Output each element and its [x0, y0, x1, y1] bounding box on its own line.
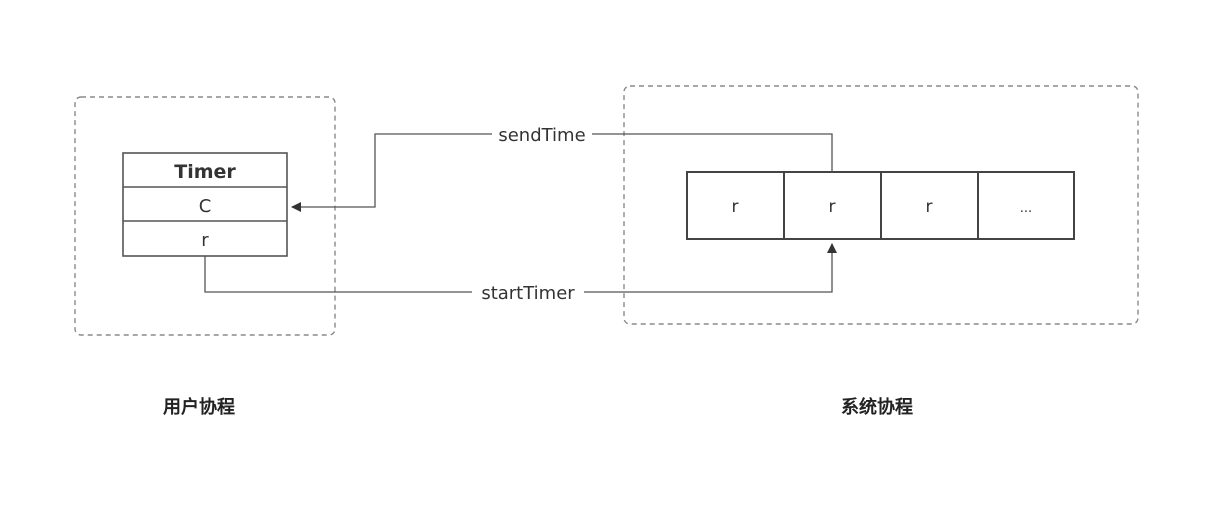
send-time-label: sendTime — [498, 125, 585, 146]
system-slot-2: r — [829, 197, 836, 217]
system-coroutine-boundary — [623, 85, 1139, 325]
timer-title: Timer — [174, 161, 236, 183]
system-slot-row: r r r ... — [686, 171, 1075, 240]
start-timer-label: startTimer — [481, 283, 575, 304]
user-coroutine-boundary — [74, 96, 336, 336]
system-slot-3: r — [926, 197, 933, 217]
timer-field-c: C — [199, 196, 212, 217]
timer-class-box: Timer C r — [122, 152, 288, 257]
system-slot-4: ... — [1020, 201, 1032, 216]
user-coroutine-caption: 用户协程 — [163, 397, 235, 418]
send-time-arrow — [291, 133, 833, 212]
system-coroutine-caption: 系统协程 — [841, 397, 913, 418]
timer-field-r: r — [201, 230, 209, 251]
system-slot-1: r — [732, 197, 739, 217]
